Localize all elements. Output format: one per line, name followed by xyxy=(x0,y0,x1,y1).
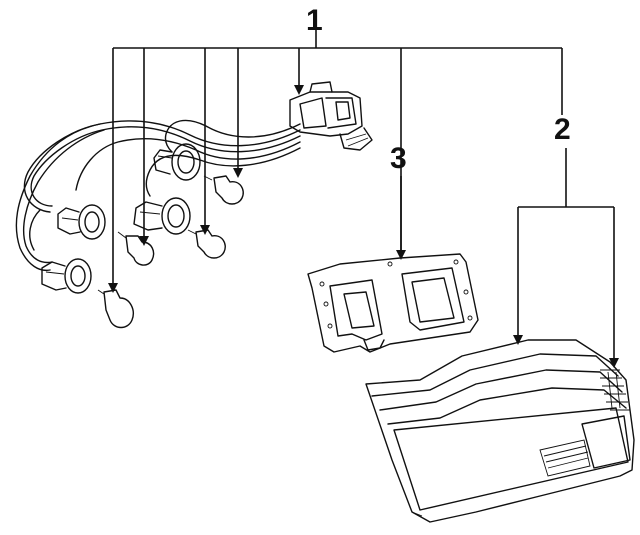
bulb-2 xyxy=(187,229,226,259)
wiring-harness xyxy=(15,119,301,272)
harness-connector xyxy=(289,81,373,151)
bulb-socket-3 xyxy=(57,204,106,240)
callout-2: 2 xyxy=(554,113,571,146)
bulb-socket-2 xyxy=(133,197,191,235)
leader-lines-callout-1 xyxy=(108,30,563,293)
callout-3: 3 xyxy=(390,142,407,175)
bulb-4 xyxy=(97,289,134,329)
callout-1: 1 xyxy=(306,4,323,37)
bulb-3 xyxy=(117,231,155,266)
gasket xyxy=(307,253,479,353)
tail-lamp-assembly xyxy=(365,339,635,523)
bulb-socket-1 xyxy=(153,143,201,181)
bulb-1 xyxy=(203,175,244,205)
leader-lines-callout-2 xyxy=(513,148,619,368)
bulb-socket-4 xyxy=(41,258,92,294)
